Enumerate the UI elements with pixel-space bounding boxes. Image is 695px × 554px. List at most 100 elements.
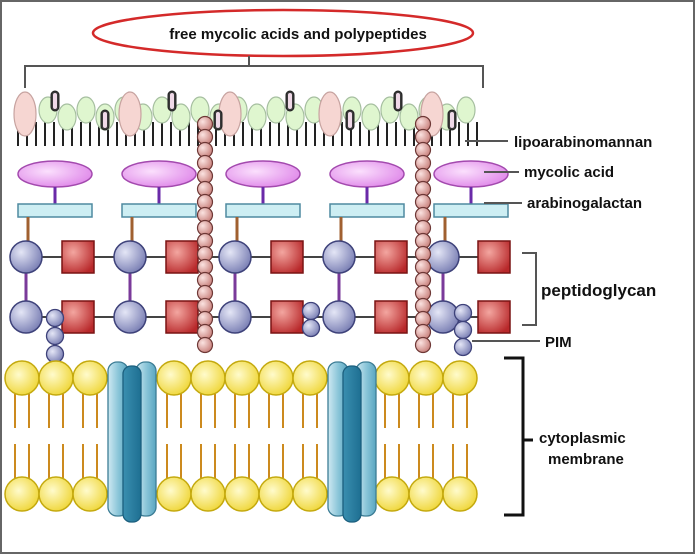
lipid-head-lower (292, 476, 328, 512)
free-mycolic-acids-group: free mycolic acids and polypeptides (24, 8, 484, 88)
glycan-circle (218, 300, 252, 334)
label-arabinogalactan: arabinogalactan (527, 195, 642, 212)
peptide-square (61, 240, 95, 274)
free-lipid-dark-core (216, 112, 220, 128)
glycan-circle (218, 240, 252, 274)
channel-core (342, 365, 362, 523)
mycolic-acid-oval (329, 160, 405, 188)
pim-group (45, 301, 473, 364)
free-lipid-dark-core (288, 93, 292, 109)
lipid-head-lower (374, 476, 410, 512)
pim-bead (45, 326, 65, 346)
peptide-square (477, 300, 511, 334)
lipid-head-upper (4, 360, 40, 396)
lipoarabinomannan-bead (414, 336, 432, 354)
peptide-square (270, 300, 304, 334)
lipid-head-upper (442, 360, 478, 396)
lipid-head-upper (408, 360, 444, 396)
pim-bead (453, 303, 473, 323)
free-lipid-dark-core (450, 112, 454, 128)
top-bracket (24, 56, 484, 88)
lipid-head-lower (38, 476, 74, 512)
arabinogalactan-bar (121, 203, 197, 218)
label-pim: PIM (545, 334, 572, 351)
label-membrane: membrane (548, 451, 624, 468)
free-lipid-green (57, 103, 77, 131)
membrane-bracket (504, 356, 533, 517)
free-lipid-green (247, 103, 267, 131)
peptide-square (270, 240, 304, 274)
pim-bead (45, 344, 65, 364)
arabinogalactan-bar (225, 203, 301, 218)
free-lipid-dark-core (170, 93, 174, 109)
lipid-head-lower (72, 476, 108, 512)
lipid-head-lower (224, 476, 260, 512)
peptidoglycan-layer (9, 217, 511, 334)
free-lipid-dark-core (396, 93, 400, 109)
lipid-head-upper (156, 360, 192, 396)
arabinogalactan-bar (329, 203, 405, 218)
label-lipoarabinomannan: lipoarabinomannan (514, 134, 652, 151)
lipid-head-upper (258, 360, 294, 396)
free-lipid-green (361, 103, 381, 131)
lipid-head-lower (258, 476, 294, 512)
free-lipid-dark-core (53, 93, 57, 109)
free-lipid-pink (118, 91, 142, 137)
pim-bead (301, 318, 321, 338)
lipid-head-upper (190, 360, 226, 396)
glycan-circle (113, 240, 147, 274)
glycan-circle (426, 240, 460, 274)
lipoarabinomannan-chains (196, 115, 432, 354)
lipid-head-upper (38, 360, 74, 396)
lipoarabinomannan-bead (196, 336, 214, 354)
title-ellipse (91, 8, 475, 58)
free-lipid-pink (318, 91, 342, 137)
lipid-head-upper (374, 360, 410, 396)
free-lipid-green (266, 96, 286, 124)
channel-core (122, 365, 142, 523)
free-lipid-green (399, 103, 419, 131)
free-lipid-pink (13, 91, 37, 137)
mycolic-acid-oval (433, 160, 509, 188)
lipid-head-upper (292, 360, 328, 396)
glycan-circle (9, 240, 43, 274)
free-lipid-green (171, 103, 191, 131)
free-lipid-layer (13, 90, 478, 146)
peptide-square (374, 300, 408, 334)
lipid-head-lower (442, 476, 478, 512)
lipid-head-lower (190, 476, 226, 512)
arabinogalactan-bar (17, 203, 93, 218)
peptide-square (374, 240, 408, 274)
peptide-square (165, 240, 199, 274)
mycolic-acid-oval (121, 160, 197, 188)
glycan-circle (113, 300, 147, 334)
label-mycolic-acid: mycolic acid (524, 164, 614, 181)
label-peptidoglycan: peptidoglycan (541, 281, 656, 300)
lipid-head-lower (408, 476, 444, 512)
leader-lines (465, 140, 540, 517)
glycan-circle (322, 300, 356, 334)
free-lipid-green (76, 96, 96, 124)
free-lipid-dark-core (103, 112, 107, 128)
free-lipid-green (456, 96, 476, 124)
lipid-head-upper (72, 360, 108, 396)
free-lipid-dark-core (348, 112, 352, 128)
lipid-head-upper (224, 360, 260, 396)
pim-bead (453, 337, 473, 357)
label-cytoplasmic: cytoplasmic (539, 430, 626, 447)
mycolic-acid-oval (225, 160, 301, 188)
cytoplasmic-membrane (4, 360, 478, 523)
title-label: free mycolic acids and polypeptides (169, 26, 427, 43)
glycan-circle (9, 300, 43, 334)
pim-bead (301, 301, 321, 321)
pim-bead (45, 308, 65, 328)
peptidoglycan-bracket (522, 252, 537, 326)
peptide-square (477, 240, 511, 274)
arabinogalactan-bar (433, 203, 509, 218)
peptide-square (165, 300, 199, 334)
mycolic-acid-oval (17, 160, 93, 188)
mycolic-acid-layer (17, 160, 509, 218)
peptide-square (61, 300, 95, 334)
